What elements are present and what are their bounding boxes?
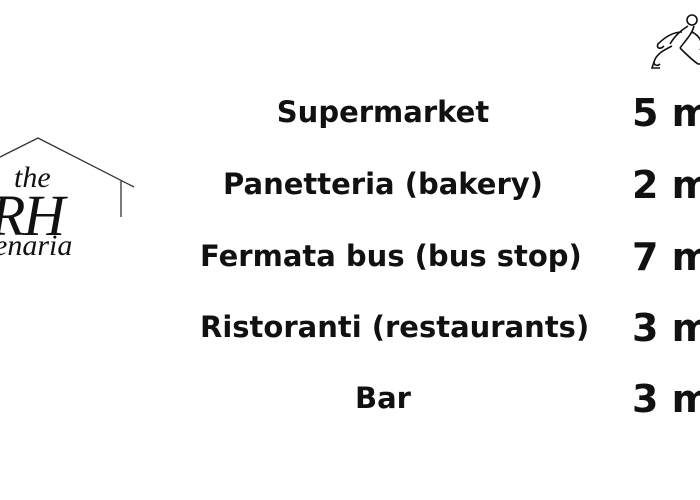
row-label-restaurants: Ristoranti (restaurants) [200, 310, 590, 344]
row-label-supermarket: Supermarket [276, 95, 490, 129]
house-outline-icon [0, 137, 135, 217]
walking-person-icon [648, 14, 700, 74]
row-time-supermarket: 5 mi [632, 91, 700, 135]
row-time-restaurants: 3 mi [632, 306, 700, 350]
logo-initials: RH [0, 183, 65, 248]
row-time-bakery: 2 mi [632, 163, 700, 207]
logo-word-sub: enaria [0, 229, 73, 262]
row-label-bar: Bar [355, 381, 411, 415]
logo-word-the: the [14, 161, 51, 194]
row-time-bar: 3 mi [632, 377, 700, 421]
row-label-bakery: Panetteria (bakery) [223, 167, 543, 201]
row-time-bus-stop: 7 mi [632, 235, 700, 279]
logo: the RH enaria [0, 135, 140, 290]
row-label-bus-stop: Fermata bus (bus stop) [200, 239, 582, 273]
